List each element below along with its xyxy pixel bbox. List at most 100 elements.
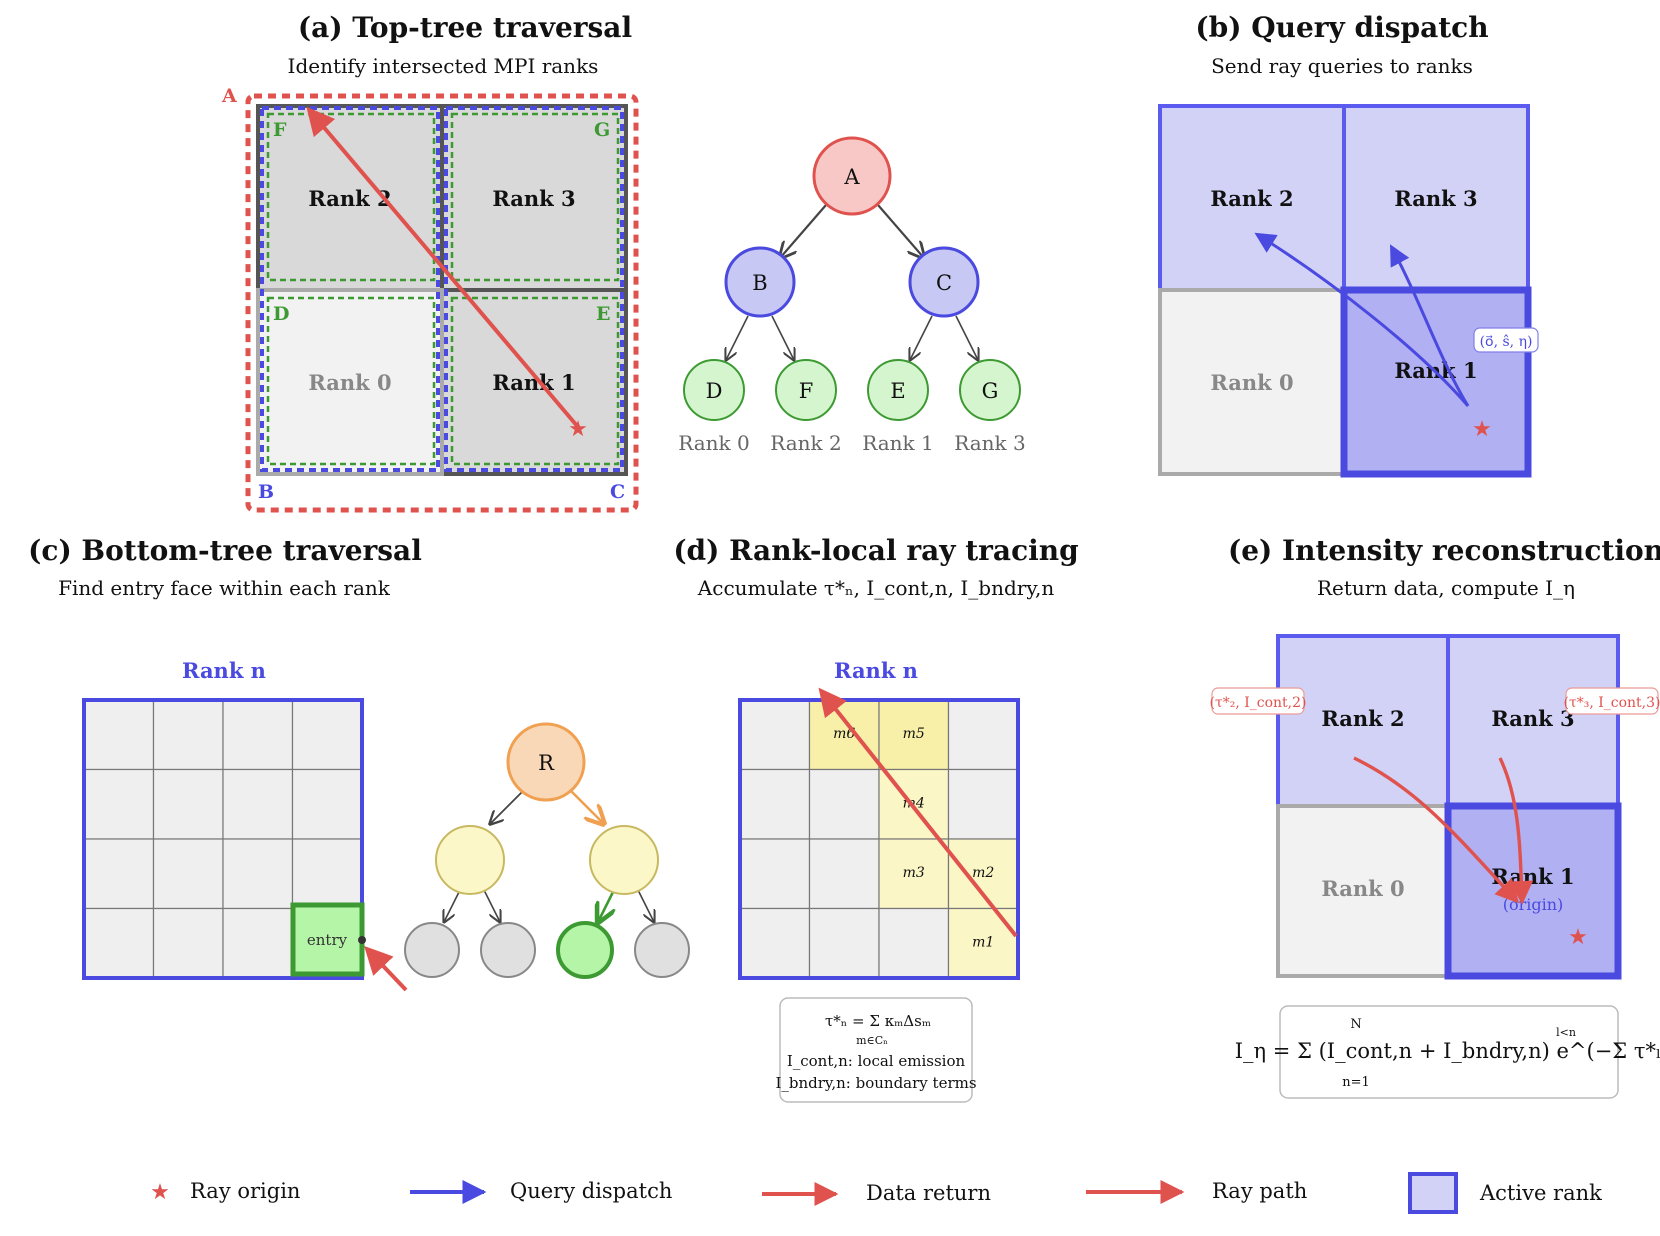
tree-node-b	[724, 246, 796, 318]
e-formula-box	[1279, 1005, 1619, 1099]
d-grid-cell	[808, 838, 880, 910]
c-tree-node-left	[435, 825, 505, 895]
d-cell-label-m2: m2	[972, 865, 994, 881]
c-grid-cell	[152, 838, 224, 910]
e-rank-2-label: Rank 2	[1321, 706, 1404, 731]
e-tag-right: (τ*₃, I_cont,3)	[1564, 695, 1660, 711]
b-rank-3-label: Rank 3	[1394, 186, 1477, 211]
c-grid-cell	[222, 907, 294, 979]
c-grid-cell	[83, 699, 155, 771]
rank-0-label: Rank 0	[308, 370, 391, 395]
c-grid-cell	[222, 699, 294, 771]
tree-edge-b-f	[771, 315, 794, 360]
b-rank-0-cell	[1158, 288, 1346, 476]
c-grid-cell	[152, 907, 224, 979]
d-grid-cell	[878, 907, 950, 979]
panel-c-rank-label: Rank n	[182, 658, 266, 683]
leaf-rank-3: Rank 3	[954, 431, 1026, 455]
tree-edge-c-g	[955, 315, 978, 360]
panel-e-subtitle: Return data, compute I_η	[1317, 576, 1575, 600]
rank-2-cell	[258, 106, 442, 290]
label-b: B	[258, 481, 274, 503]
e-tag-right-box	[1565, 687, 1659, 715]
panel-e-title: (e) Intensity reconstruction	[1228, 534, 1660, 567]
tree-leaf-f	[775, 359, 837, 421]
panel-c-subtitle: Find entry face within each rank	[58, 576, 391, 600]
c-tree-leaf-hit	[556, 921, 614, 979]
tree-leaf-d-label: D	[706, 379, 723, 403]
d-grid-cell	[739, 768, 811, 840]
ray-path	[306, 106, 580, 429]
d-formula-line1-sub: m∈Cₙ	[856, 1034, 888, 1047]
tree-node-a-label: A	[843, 165, 860, 189]
c-grid-cell	[83, 768, 155, 840]
c-grid-cell	[152, 768, 224, 840]
box-f	[266, 112, 436, 282]
b-ray-origin-star: ★	[1472, 417, 1492, 442]
panel-c-title: (c) Bottom-tree traversal	[28, 534, 422, 567]
d-grid-cell	[739, 699, 811, 771]
c-tree-leaf-4	[634, 922, 690, 978]
legend-ray-path: Ray path	[1212, 1179, 1307, 1203]
c-grid-cell	[222, 768, 294, 840]
panel-b: (b) Query dispatch Send ray queries to r…	[1158, 11, 1539, 478]
tree-leaf-g	[959, 359, 1021, 421]
d-formula-line3: I_bndry,n: boundary terms	[775, 1074, 976, 1092]
legend-data-return: Data return	[866, 1181, 991, 1205]
c-grid-cell	[291, 838, 363, 910]
e-rank-0-label: Rank 0	[1321, 876, 1404, 901]
leaf-rank-0: Rank 0	[678, 431, 750, 455]
tree-leaf-e-label: E	[890, 379, 905, 403]
d-grid-cell	[808, 768, 880, 840]
panel-b-title: (b) Query dispatch	[1195, 11, 1488, 44]
leaf-rank-1: Rank 1	[862, 431, 934, 455]
e-ray-origin-star: ★	[1568, 925, 1588, 950]
tree-leaf-f-label: F	[799, 379, 814, 403]
ray-origin-star: ★	[568, 417, 588, 442]
c-tree-leaf-2	[480, 922, 536, 978]
tree-node-b-label: B	[752, 271, 767, 295]
entry-label: entry	[307, 931, 348, 949]
tree-edge-b-d	[726, 315, 749, 360]
d-grid-cell	[878, 838, 950, 910]
rank-1-cell	[442, 290, 626, 474]
c-grid-cell	[222, 838, 294, 910]
dispatch-arrow-rank3	[1390, 244, 1470, 407]
c-tree-root-label: R	[538, 751, 555, 775]
b-rank-1-cell	[1340, 286, 1532, 478]
legend-star-icon: ★	[150, 1180, 170, 1205]
d-formula-line1: τ*ₙ = Σ κₘΔsₘ	[825, 1012, 931, 1030]
e-rank-3-label: Rank 3	[1491, 706, 1574, 731]
d-grid-cell	[947, 907, 1019, 979]
entry-point	[358, 936, 366, 944]
d-grid-cell	[947, 768, 1019, 840]
panel-d: (d) Rank-local ray tracing Accumulate τ*…	[673, 534, 1079, 1103]
panel-d-title: (d) Rank-local ray tracing	[673, 534, 1078, 567]
box-a	[245, 93, 639, 513]
tree-leaf-e	[867, 359, 929, 421]
e-rank-1-cell	[1444, 802, 1622, 980]
box-b	[260, 106, 440, 472]
panel-d-rank-label: Rank n	[834, 658, 918, 683]
c-grid-cell	[83, 907, 155, 979]
legend-active-rank-icon	[1408, 1172, 1458, 1214]
c-grid-cell	[291, 768, 363, 840]
tree-node-c	[908, 246, 980, 318]
e-formula-upper: N	[1350, 1017, 1361, 1032]
c-tree-edge-r-1	[598, 889, 614, 922]
d-grid-border	[738, 698, 1020, 980]
b-rank-2-cell	[1158, 104, 1346, 292]
c-tree-root	[506, 722, 586, 802]
return-arrow-rank2	[1353, 756, 1520, 904]
label-a: A	[221, 85, 237, 107]
d-cell-label-m5: m5	[903, 726, 925, 742]
e-formula-lower: n=1	[1342, 1075, 1370, 1090]
b-rank-0-label: Rank 0	[1210, 370, 1293, 395]
tree-edge-a-b	[780, 204, 827, 258]
panel-a-subtitle: Identify intersected MPI ranks	[288, 54, 599, 78]
d-formula-line2: I_cont,n: local emission	[787, 1052, 966, 1070]
legend-ray-origin: Ray origin	[190, 1179, 300, 1203]
panel-e: (e) Intensity reconstruction Return data…	[1210, 534, 1660, 1099]
box-d	[266, 296, 436, 466]
